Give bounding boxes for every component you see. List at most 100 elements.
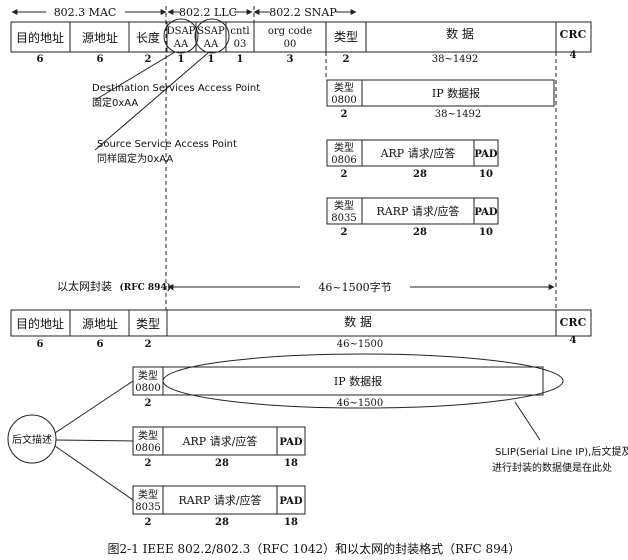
top-src-label: 源地址 — [82, 31, 118, 45]
top-cntl-field — [225, 21, 255, 53]
top-size-data: 38~1492 — [432, 54, 479, 65]
header-802-2-llc: 802.2 LLC — [167, 6, 253, 19]
snap-arp-body-box — [361, 139, 475, 167]
header-802-2-snap: 802.2 SNAP — [253, 6, 357, 19]
header-mac-label: 802.3 MAC — [54, 6, 117, 19]
snap-ip-type-label: 类型 — [334, 81, 354, 94]
eth-rarp-body: RARP 请求/应答 — [178, 493, 261, 507]
eth-ip-type-value: 0800 — [135, 383, 160, 394]
top-cntl-label: cntl — [230, 26, 249, 37]
snap-ip-body-box — [361, 79, 555, 107]
snap-rarp-size-body: 28 — [413, 227, 427, 238]
ethernet-label-text: 以太网封装 — [57, 279, 112, 293]
eth-arp-type-value: 0806 — [135, 443, 160, 454]
eth-rarp-size-type: 2 — [145, 517, 152, 528]
snap-rarp-type-label: 类型 — [334, 199, 354, 212]
eth-crc-field — [555, 309, 592, 337]
eth-arp-size-body: 28 — [215, 458, 229, 469]
eth-ip-body: IP 数据报 — [334, 374, 382, 388]
snap-payload-ip: 类型 0800 IP 数据报 2 38~1492 — [326, 79, 555, 120]
top-size-dsap: 1 — [178, 54, 185, 65]
eth-rarp-pad-box — [276, 485, 306, 515]
eth-ip-type-label: 类型 — [138, 369, 158, 382]
snap-rarp-body-box — [361, 197, 475, 225]
side-note-circle — [7, 414, 57, 464]
snap-payload-arp: 类型 0806 ARP 请求/应答 PAD 2 28 10 — [326, 139, 499, 180]
snap-arp-pad: PAD — [474, 149, 498, 160]
snap-rarp-body: RARP 请求/应答 — [376, 204, 459, 218]
snap-rarp-type-box — [326, 197, 363, 225]
top-ssap-field — [195, 21, 227, 53]
top-ssap-value: AA — [203, 39, 219, 50]
top-size-src: 6 — [97, 54, 104, 65]
snap-ip-size-body: 38~1492 — [435, 109, 482, 120]
slip-note-line1: SLIP(Serial Line IP),后文提及, — [495, 445, 628, 458]
side-note-link-ip — [54, 380, 134, 434]
eth-arp-size-pad: 18 — [284, 458, 298, 469]
snap-rarp-pad: PAD — [474, 207, 498, 218]
eth-crc-label: CRC — [560, 316, 587, 329]
snap-arp-size-body: 28 — [413, 169, 427, 180]
top-dst-label: 目的地址 — [16, 30, 64, 45]
snap-payload-rarp: 类型 8035 RARP 请求/应答 PAD 2 28 10 — [326, 197, 499, 238]
eth-rarp-size-pad: 18 — [284, 517, 298, 528]
snap-arp-size-pad: 10 — [479, 169, 493, 180]
snap-rarp-type-value: 8035 — [331, 213, 356, 224]
ethernet-frame: 目的地址 源地址 类型 数 据 CRC 6 6 2 46~1500 4 — [10, 309, 592, 350]
eth-data-field — [166, 309, 557, 337]
top-size-org: 3 — [287, 54, 294, 65]
top-cntl-value: 03 — [234, 39, 247, 50]
header-802-3-mac: 802.3 MAC — [11, 6, 167, 19]
dsap-annotation-desc: 固定0xAA — [92, 96, 138, 109]
top-data-field — [365, 21, 557, 53]
top-dsap-label: DSAP — [167, 26, 196, 37]
top-len-label: 长度 — [136, 30, 160, 45]
side-note-link-rarp — [54, 445, 134, 501]
eth-arp-type-label: 类型 — [138, 429, 158, 442]
eth-type-label: 类型 — [136, 317, 160, 331]
eth-data-label: 数 据 — [344, 314, 372, 329]
top-size-dst: 6 — [37, 54, 44, 65]
top-size-ssap: 1 — [208, 54, 215, 65]
top-dst-field — [10, 21, 71, 53]
eth-ip-body-box — [162, 366, 544, 396]
top-frame: 目的地址 源地址 长度 DSAP AA SSAP AA cntl 03 org … — [10, 21, 592, 65]
dsap-highlight-circle — [163, 18, 199, 54]
snap-rarp-size-pad: 10 — [479, 227, 493, 238]
top-org-label: org code — [268, 26, 312, 37]
eth-rarp-type-box — [132, 485, 164, 515]
top-crc-field — [555, 21, 592, 53]
eth-size-dst: 6 — [37, 339, 44, 350]
ssap-annotation-desc: 同样固定为0xAA — [97, 152, 173, 165]
snap-arp-type-value: 0806 — [331, 155, 356, 166]
top-org-field — [253, 21, 327, 53]
snap-ip-body: IP 数据报 — [432, 86, 480, 100]
snap-rarp-pad-box — [473, 197, 499, 225]
dsap-pointer-line — [94, 51, 176, 101]
snap-arp-pad-box — [473, 139, 499, 167]
eth-payload-arp: 类型 0806 ARP 请求/应答 PAD 2 28 18 — [132, 426, 306, 469]
top-org-value: 00 — [284, 39, 297, 50]
ethernet-label: 以太网封装 (RFC 894): — [57, 279, 174, 293]
eth-arp-size-type: 2 — [145, 458, 152, 469]
eth-size-type: 2 — [145, 339, 152, 350]
snap-ip-type-value: 0800 — [331, 95, 356, 106]
top-dsap-value: AA — [173, 39, 189, 50]
eth-arp-body: ARP 请求/应答 — [182, 434, 258, 448]
snap-ip-size-type: 2 — [341, 109, 348, 120]
figure-caption: 图2-1 IEEE 802.2/802.3（RFC 1042）和以太网的封装格式… — [108, 541, 521, 556]
snap-arp-type-label: 类型 — [334, 141, 354, 154]
slip-highlight-ellipse — [162, 353, 564, 409]
eth-rarp-type-value: 8035 — [135, 502, 160, 513]
eth-src-field — [69, 309, 130, 337]
top-size-crc: 4 — [570, 50, 577, 61]
slip-note-line2: 进行封装的数据便是在此处 — [492, 461, 612, 474]
dsap-annotation-title: Destination Services Access Point — [92, 83, 260, 94]
eth-ip-size-body: 46~1500 — [337, 398, 384, 409]
snap-arp-body: ARP 请求/应答 — [380, 146, 456, 160]
eth-ip-size-type: 2 — [145, 398, 152, 409]
eth-size-crc: 4 — [570, 335, 577, 346]
side-note-link-arp — [55, 439, 134, 442]
top-size-len: 2 — [145, 54, 152, 65]
